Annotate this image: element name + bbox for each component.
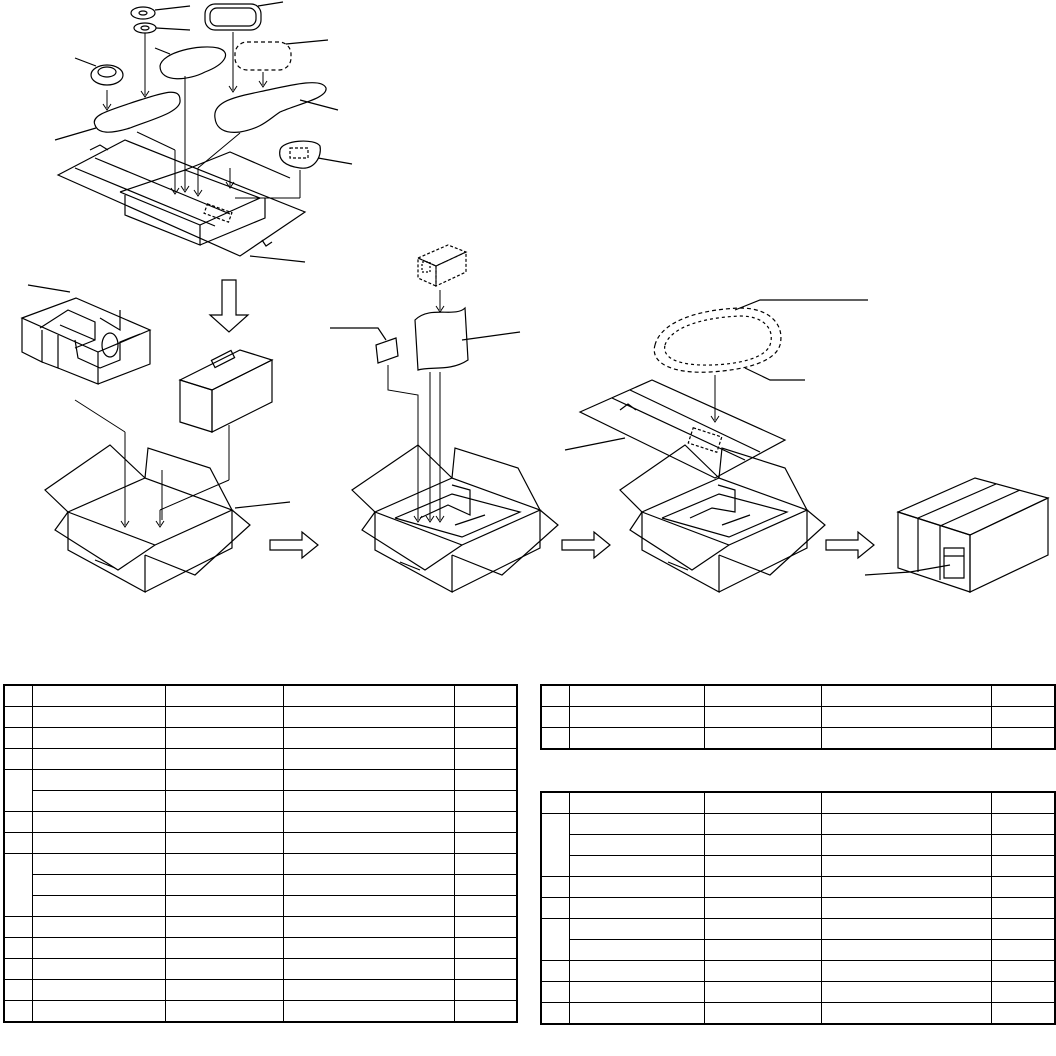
table-row [540, 897, 1056, 919]
plastic-bag [415, 308, 520, 522]
table-row [3, 832, 518, 854]
top-tray-cardboard [565, 380, 785, 478]
small-pouch [280, 141, 352, 168]
remote-control [55, 92, 180, 140]
table-row [4, 895, 518, 917]
table-row [4, 790, 518, 812]
table-row [541, 855, 1056, 877]
process-arrow-2 [562, 532, 610, 558]
table-row [3, 748, 518, 770]
table-row [540, 727, 1056, 750]
table-row [3, 937, 518, 959]
table-row [540, 918, 1056, 961]
remote-case-piece [205, 2, 283, 30]
table-row [3, 916, 518, 938]
table-row [3, 958, 518, 980]
remote-foam-large [215, 83, 338, 133]
closed-box [865, 478, 1048, 592]
table-row [540, 1002, 1056, 1025]
table-row [540, 981, 1056, 1003]
table-row [3, 811, 518, 833]
table-row [3, 1000, 518, 1023]
end-cap-cushion [22, 285, 229, 527]
process-arrow-1 [270, 532, 318, 558]
table-row [541, 939, 1056, 961]
foam-piece-small [155, 47, 226, 79]
process-arrow-3 [826, 532, 874, 558]
open-box-3 [620, 445, 825, 592]
table-row [540, 791, 1056, 814]
table-row [540, 813, 1056, 877]
cloth-bag-dashed [235, 40, 328, 70]
parts-table-right-top [540, 684, 1056, 750]
table-row [3, 727, 518, 749]
table-row [540, 876, 1056, 898]
packing-block [180, 350, 272, 432]
table-row [540, 960, 1056, 982]
small-accessory-top [131, 6, 190, 33]
warranty-card [330, 328, 422, 522]
open-box-1 [45, 445, 290, 592]
table-row [540, 706, 1056, 728]
battery-cap-piece [75, 58, 123, 85]
table-row [3, 769, 518, 812]
table-row [540, 684, 1056, 707]
cardboard-tray [58, 140, 305, 262]
accessory-bag-dashed [654, 300, 868, 422]
parts-table-right-bottom [540, 791, 1056, 1025]
big-down-arrow [210, 280, 248, 332]
table-row [3, 853, 518, 917]
main-unit-camera [418, 245, 466, 312]
table-row [3, 979, 518, 1001]
table-row [3, 684, 518, 707]
table-row [541, 834, 1056, 856]
open-box-2 [352, 445, 558, 592]
parts-table-left [3, 684, 518, 1023]
table-row [4, 874, 518, 896]
table-row [3, 706, 518, 728]
packing-diagram [0, 0, 1056, 640]
